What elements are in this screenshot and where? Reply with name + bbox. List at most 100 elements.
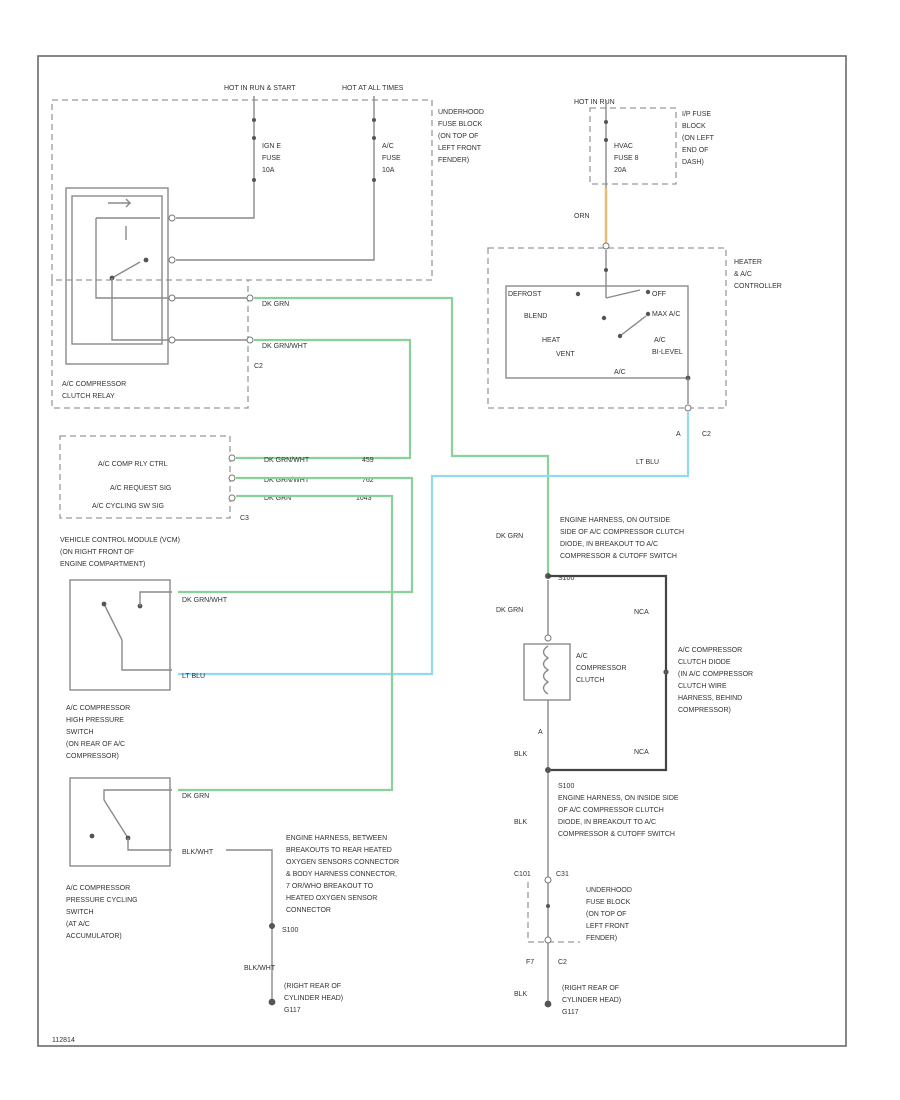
mode-max-ac: MAX A/C (652, 311, 680, 318)
svg-text:CLUTCH: CLUTCH (576, 677, 604, 684)
diode-label: A/C COMPRESSOR CLUTCH DIODE (IN A/C COMP… (678, 647, 753, 714)
svg-text:BREAKOUTS TO REAR HEATED: BREAKOUTS TO REAR HEATED (286, 847, 392, 854)
connector-top-label: C101 (514, 871, 531, 878)
clutch-wire-mid-label: DK GRN (496, 607, 523, 614)
clutch-wire-top-label: DK GRN (496, 533, 523, 540)
connector-top2-label: C31 (556, 871, 569, 878)
vcm-pin-label: A/C REQUEST SIG (110, 485, 171, 492)
svg-text:CLUTCH DIODE: CLUTCH DIODE (678, 659, 731, 666)
svg-text:A/C COMPRESSOR: A/C COMPRESSOR (678, 647, 742, 654)
underhood-node (546, 904, 550, 908)
clutch-pin-a: A (538, 729, 543, 736)
switch-contact-dot (89, 833, 95, 839)
svg-text:COMPRESSOR): COMPRESSOR) (66, 753, 119, 760)
vcm-pin-label: A/C COMP RLY CTRL (98, 461, 168, 468)
ignition-fuse-node (252, 178, 256, 182)
mode-ac: A/C (614, 369, 626, 376)
mode-heat: HEAT (542, 337, 561, 344)
ac-fuse-node (372, 178, 376, 182)
ground-wire-left (226, 849, 273, 1000)
svg-text:ENGINE HARNESS, BETWEEN: ENGINE HARNESS, BETWEEN (286, 835, 387, 842)
svg-text:DIODE, IN BREAKOUT TO A/C: DIODE, IN BREAKOUT TO A/C (558, 819, 656, 826)
controller-node (604, 268, 608, 272)
hvac-fuse-name: HVAC (614, 143, 633, 150)
relay-pin (168, 294, 176, 302)
controller-switch-box (505, 285, 689, 379)
svg-text:ENGINE HARNESS, ON OUTSIDE: ENGINE HARNESS, ON OUTSIDE (560, 517, 670, 524)
mode-off: OFF (652, 291, 666, 298)
svg-text:HARNESS, BEHIND: HARNESS, BEHIND (678, 695, 742, 702)
ignition-fuse-rating: 10A (262, 167, 275, 174)
heater-controller-outline (487, 247, 727, 409)
svg-text:G117: G117 (562, 1009, 579, 1016)
svg-text:(RIGHT REAR OF: (RIGHT REAR OF (562, 985, 619, 992)
svg-text:& BODY HARNESS CONNECTOR,: & BODY HARNESS CONNECTOR, (286, 871, 397, 878)
underhood-fuse-block-label: UNDERHOOD FUSE BLOCK (ON TOP OF LEFT FRO… (438, 109, 484, 164)
controller-power-pin (602, 242, 610, 250)
svg-text:SIDE OF A/C COMPRESSOR CLUTCH: SIDE OF A/C COMPRESSOR CLUTCH (560, 529, 684, 536)
cycling-top-wire: DK GRN (182, 793, 209, 800)
ac-fuse-node (372, 136, 376, 140)
high-pressure-switch-wire (139, 591, 172, 606)
mode-vent: VENT (556, 351, 575, 358)
svg-text:COMPRESSOR): COMPRESSOR) (678, 707, 731, 714)
node-bottom-label: NCA (634, 749, 649, 756)
underhood-connector-label: C2 (558, 959, 567, 966)
svg-text:CYLINDER HEAD): CYLINDER HEAD) (562, 997, 621, 1004)
svg-text:(IN A/C COMPRESSOR: (IN A/C COMPRESSOR (678, 671, 753, 678)
svg-text:(ON TOP OF: (ON TOP OF (438, 133, 478, 140)
vcm-wire-label: DK GRN/WHT (264, 457, 310, 464)
svg-text:CONTROLLER: CONTROLLER (734, 283, 782, 290)
lt-blu-label: LT BLU (636, 459, 659, 466)
mode-defrost: DEFROST (508, 291, 542, 298)
hot-run-start-label: HOT IN RUN & START (224, 85, 296, 92)
svg-text:COMPRESSOR: COMPRESSOR (576, 665, 627, 672)
underhood-fuse-block-outline (51, 99, 433, 281)
vcm-wire-circuit: 1043 (356, 495, 372, 502)
hvac-fuse-node (604, 120, 608, 124)
svg-text:SWITCH: SWITCH (66, 729, 94, 736)
ac-compressor-high-pressure-switch (69, 579, 171, 691)
svg-text:HEATED OXYGEN SENSOR: HEATED OXYGEN SENSOR (286, 895, 377, 902)
svg-text:FUSE BLOCK: FUSE BLOCK (586, 899, 631, 906)
svg-text:(AT A/C: (AT A/C (66, 921, 90, 928)
relay-output-wire (111, 278, 176, 341)
svg-text:ENGINE HARNESS, ON INSIDE SIDE: ENGINE HARNESS, ON INSIDE SIDE (558, 795, 679, 802)
orn-wire-label: ORN (574, 213, 590, 220)
svg-text:LEFT FRONT: LEFT FRONT (586, 923, 630, 930)
right-ground-symbol (544, 1000, 552, 1008)
c2-pin (246, 336, 254, 344)
controller-contact (645, 289, 651, 295)
svg-text:OF A/C COMPRESSOR CLUTCH: OF A/C COMPRESSOR CLUTCH (558, 807, 664, 814)
vcm-pin (228, 454, 236, 462)
clutch-coil-icon (542, 645, 550, 695)
relay-coil-ground (95, 218, 176, 299)
high-pressure-switch-contact (103, 603, 172, 671)
svg-text:(ON TOP OF: (ON TOP OF (586, 911, 626, 918)
controller-switch-arm (605, 289, 641, 299)
svg-text:A/C COMPRESSOR: A/C COMPRESSOR (62, 381, 126, 388)
hot-all-times-label: HOT AT ALL TIMES (342, 85, 404, 92)
hot-in-run-label: HOT IN RUN (574, 99, 615, 106)
svg-text:LEFT FRONT: LEFT FRONT (438, 145, 482, 152)
ac-fuse-wire (176, 96, 375, 261)
ac-compressor-pressure-cycling-switch (69, 777, 171, 867)
ignition-fuse-node (252, 136, 256, 140)
svg-text:CYLINDER HEAD): CYLINDER HEAD) (284, 995, 343, 1002)
heater-controller-label: HEATER & A/C CONTROLLER (734, 259, 782, 290)
svg-text:A/C COMPRESSOR: A/C COMPRESSOR (66, 885, 130, 892)
ignition-fuse-name: FUSE (262, 155, 281, 162)
dk-grn-wire (254, 296, 550, 578)
svg-text:UNDERHOOD: UNDERHOOD (438, 109, 484, 116)
ip-fuse-block-outline (589, 107, 677, 185)
controller-pin-label: A (676, 431, 681, 438)
dk-grn-wht-wire (236, 338, 412, 460)
underhood-pin (544, 876, 552, 884)
vcm-wire-label: DK GRN/WHT (264, 477, 310, 484)
vcm-label: VEHICLE CONTROL MODULE (VCM) (ON RIGHT F… (60, 537, 180, 568)
left-ground-symbol (268, 998, 276, 1006)
relay-area-outline (51, 280, 249, 409)
cycling-switch-label: A/C COMPRESSOR PRESSURE CYCLING SWITCH (… (66, 885, 138, 940)
hvac-fuse-rating: 20A (614, 167, 627, 174)
